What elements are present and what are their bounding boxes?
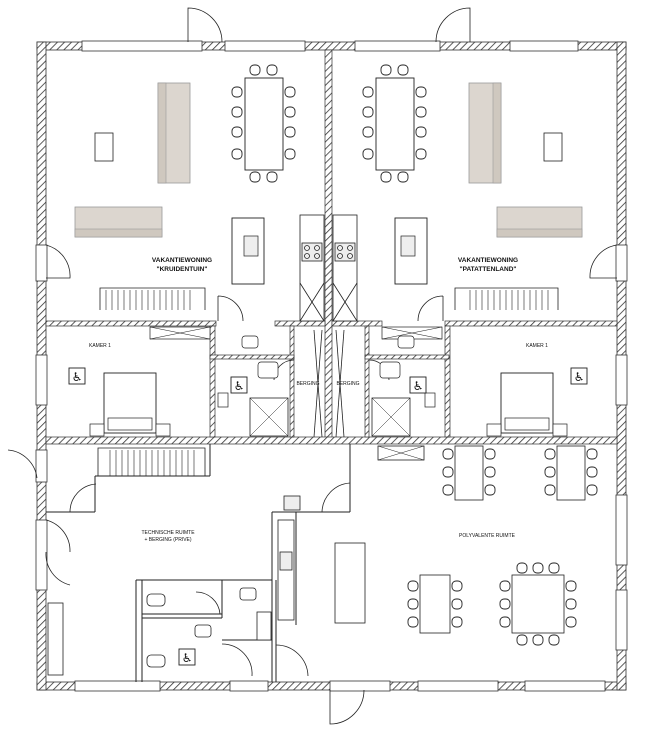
lower-walls [46,444,351,682]
label-unit-right-sub: "PATATTENLAND" [460,266,517,273]
label-unit-left-sub: "KRUIDENTUIN" [157,266,208,273]
label-kamer-right: KAMER 1 [526,343,548,349]
interior-walls [45,49,618,445]
label-berging-left: BERGING [296,381,319,387]
label-berging-right: BERGING [336,381,359,387]
kitchen-counters [299,214,358,438]
svg-text:♿: ♿ [182,651,193,665]
svg-text:♿: ♿ [234,379,245,393]
right-unit-furniture [371,77,583,437]
sanitary [146,587,257,668]
wheelchair-icon: ♿ ♿ ♿ ♿ ♿ [68,367,588,666]
label-kamer-left: KAMER 1 [89,343,111,349]
left-unit-furniture [74,77,289,437]
lower-furniture [47,445,586,676]
svg-text:♿: ♿ [574,370,585,384]
label-technische: TECHNISCHE RUIMTE [141,530,195,536]
room-labels: VAKANTIEWONING "KRUIDENTUIN" VAKANTIEWON… [89,257,548,543]
label-unit-left: VAKANTIEWONING [152,257,212,264]
svg-text:♿: ♿ [72,370,83,384]
label-unit-right: VAKANTIEWONING [458,257,518,264]
svg-text:♿: ♿ [413,379,424,393]
windows [35,40,628,692]
doors [7,7,618,725]
label-technische-sub: + BERGING (PRIVE) [144,537,191,543]
label-polyvalente: POLYVALENTE RUIMTE [459,533,516,539]
